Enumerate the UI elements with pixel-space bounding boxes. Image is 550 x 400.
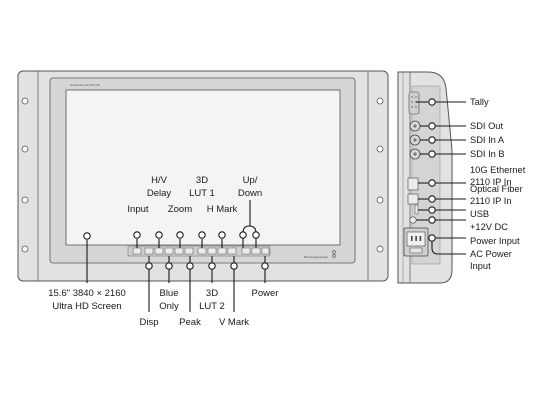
blue-only-callout <box>165 262 173 270</box>
down-button[interactable] <box>251 247 261 255</box>
hv-delay-label-2: Delay <box>147 188 172 199</box>
top-leader-lines <box>136 200 257 248</box>
zoom-button[interactable] <box>174 247 184 255</box>
blue-only-label-2: Only <box>159 301 179 312</box>
lut2-callout <box>208 262 216 270</box>
mount-hole <box>376 245 384 253</box>
peak-callout <box>186 262 194 270</box>
side-label-lines <box>435 101 466 239</box>
input-label: Input <box>127 204 148 215</box>
lut1-callout <box>198 231 206 239</box>
zoom-label: Zoom <box>168 204 192 215</box>
screen-label-1: 15.6" 3840 × 2160 <box>48 288 126 299</box>
fiber-label-1: Optical Fiber <box>470 184 523 194</box>
sdi-in-a-callout <box>428 136 436 144</box>
mount-hole <box>376 145 384 153</box>
mounting-holes <box>21 97 384 253</box>
mount-hole <box>376 97 384 105</box>
disp-label: Disp <box>139 317 158 328</box>
down-callout <box>252 231 260 239</box>
v-mark-callout <box>230 262 238 270</box>
lut1-label-1: 3D <box>196 175 208 186</box>
ac-inlet-pins <box>411 236 422 241</box>
screen-callout <box>83 232 91 240</box>
v-mark-button[interactable] <box>227 247 237 255</box>
fiber-callout <box>428 195 436 203</box>
mount-hole <box>21 196 29 204</box>
dc-jack <box>409 216 417 224</box>
ethernet-label-1: 10G Ethernet <box>470 165 526 175</box>
mount-hole <box>21 97 29 105</box>
h-mark-label: H Mark <box>207 204 238 215</box>
top-callout-dots <box>133 231 260 239</box>
sdi-connector-centers <box>413 124 417 156</box>
side-panel: Tally SDI Out SDI In A SDI In B 10G Ethe… <box>397 71 526 284</box>
lut1-label-2: LUT 1 <box>189 188 215 199</box>
power-input-callout <box>428 234 436 242</box>
ethernet-callout <box>428 179 436 187</box>
sdi-in-b-callout <box>428 150 436 158</box>
sdi-in-a-label: SDI In A <box>470 135 505 145</box>
zoom-callout <box>176 231 184 239</box>
ethernet-label-2: 2110 IP In <box>470 177 512 187</box>
usb-label: USB <box>470 209 489 219</box>
v-mark-label: V Mark <box>219 317 249 328</box>
lut2-button[interactable] <box>207 247 217 255</box>
h-mark-button[interactable] <box>217 247 227 255</box>
ethernet-port <box>407 177 419 191</box>
input-button[interactable] <box>132 247 142 255</box>
lut2-label-2: LUT 2 <box>199 301 225 312</box>
logo-icon <box>332 250 336 258</box>
tally-label: Tally <box>470 97 489 107</box>
hv-delay-callout <box>155 231 163 239</box>
bottom-callout-dots <box>83 232 269 270</box>
dc-callout <box>428 216 436 224</box>
screen-label-2: Ultra HD Screen <box>52 301 121 312</box>
front-panel: SmartView ULTRA HD Blackmagicdesign <box>17 70 389 328</box>
disp-button[interactable] <box>144 247 154 255</box>
ac-power-label-2: Input <box>470 261 491 271</box>
mount-hole <box>376 196 384 204</box>
blue-only-button[interactable] <box>164 247 174 255</box>
peak-button[interactable] <box>184 247 194 255</box>
lut2-label-1: 3D <box>206 288 218 299</box>
power-button[interactable] <box>261 247 270 255</box>
fiber-label-2: 2110 IP In <box>470 196 512 206</box>
sdi-out-callout <box>428 122 436 130</box>
sdi-out-label: SDI Out <box>470 121 503 131</box>
peak-label: Peak <box>179 317 201 328</box>
tally-connector <box>408 91 420 115</box>
updown-label-2: Down <box>238 188 262 199</box>
hv-delay-label-1: H/V <box>151 175 168 186</box>
mount-hole <box>21 245 29 253</box>
lut1-button[interactable] <box>197 247 207 255</box>
up-button[interactable] <box>241 247 251 255</box>
usb-port <box>414 204 419 215</box>
fiber-port <box>407 193 419 205</box>
power-callout <box>261 262 269 270</box>
sdi-in-b-label: SDI In B <box>470 149 505 159</box>
display-screen <box>65 89 341 246</box>
ac-power-label-1: AC Power <box>470 249 512 259</box>
ac-inlet-switch <box>409 247 423 254</box>
h-mark-callout <box>218 231 226 239</box>
disp-callout <box>145 262 153 270</box>
side-callout-dots <box>428 98 436 242</box>
dc-label: +12V DC <box>470 222 508 232</box>
power-label: Power <box>252 288 279 299</box>
updown-label-1: Up/ <box>243 175 258 186</box>
up-callout <box>239 231 247 239</box>
hv-delay-button[interactable] <box>154 247 164 255</box>
brand-text: SmartView ULTRA HD <box>70 83 101 87</box>
logo-text: Blackmagicdesign <box>304 255 329 259</box>
power-input-label: Power Input <box>470 236 520 246</box>
side-leader-lines <box>416 101 466 255</box>
blue-only-label-1: Blue <box>159 288 178 299</box>
mount-hole <box>21 145 29 153</box>
usb-callout <box>428 206 436 214</box>
tally-callout <box>428 98 436 106</box>
input-callout <box>133 231 141 239</box>
